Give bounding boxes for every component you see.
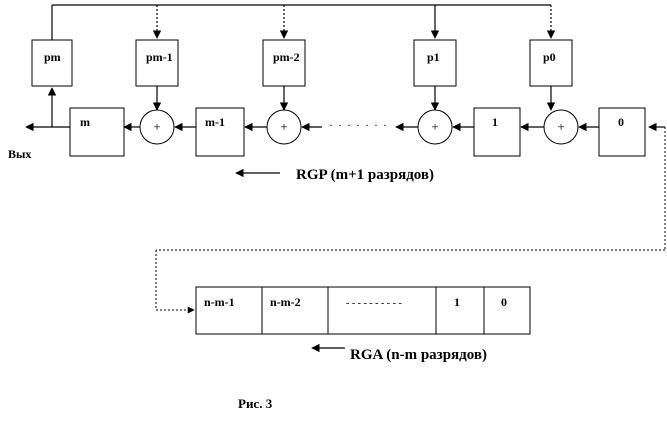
- coef-to-adder-arrows: [152, 86, 556, 111]
- reg-cell-m: m: [69, 107, 125, 157]
- reg-cell-m-1: m-1: [195, 107, 245, 157]
- rgp-label: RGP (m+1 разрядов): [296, 167, 434, 183]
- reg-label-m: m: [80, 115, 90, 129]
- rga-label: RGA (n-m разрядов): [350, 347, 487, 363]
- adder-3: +: [417, 109, 453, 145]
- shift-chain-arrows: [25, 87, 599, 132]
- reg-cell-1: 1: [473, 107, 521, 157]
- coef-box-pm: pm: [31, 39, 73, 87]
- rga-cell-label: 1: [454, 295, 460, 309]
- adder-symbol: +: [557, 119, 564, 134]
- coef-box-pm-1: pm-1: [135, 39, 179, 87]
- rga-register: n-m-1 n-m-2 - - - - - - - - - - 1 0: [195, 286, 531, 335]
- reg-label-1: 1: [492, 115, 498, 129]
- rga-cell-label: n-m-1: [204, 295, 235, 309]
- reg-label-m-1: m-1: [205, 115, 225, 129]
- rga-feed-line: [155, 122, 666, 314]
- coef-box-pm-2: pm-2: [262, 39, 306, 87]
- reg-cell-0: 0: [598, 107, 646, 157]
- coef-box-p0: p0: [529, 39, 573, 87]
- coef-label-pm-1: pm-1: [146, 50, 173, 64]
- adder-4: +: [543, 109, 579, 145]
- adder-symbol: +: [431, 119, 438, 134]
- output-label: Вых: [8, 147, 31, 161]
- coef-label-pm: pm: [44, 50, 61, 64]
- ellipsis-dots: · · · · · · ·: [329, 118, 388, 132]
- coef-box-p1: p1: [413, 39, 457, 87]
- adder-1: +: [139, 109, 175, 145]
- rga-cell-label: n-m-2: [270, 295, 301, 309]
- reg-label-0: 0: [618, 115, 624, 129]
- coef-label-p0: p0: [543, 50, 556, 64]
- adder-2: +: [266, 109, 302, 145]
- rga-cell-label: 0: [501, 295, 507, 309]
- adder-symbol: +: [280, 119, 287, 134]
- rga-cell-label: - - - - - - - - - -: [346, 298, 402, 309]
- figure-caption: Рис. 3: [238, 396, 273, 411]
- coef-label-pm-2: pm-2: [273, 50, 300, 64]
- feedback-bus: [51, 4, 556, 40]
- adder-symbol: +: [153, 119, 160, 134]
- coef-label-p1: p1: [427, 50, 440, 64]
